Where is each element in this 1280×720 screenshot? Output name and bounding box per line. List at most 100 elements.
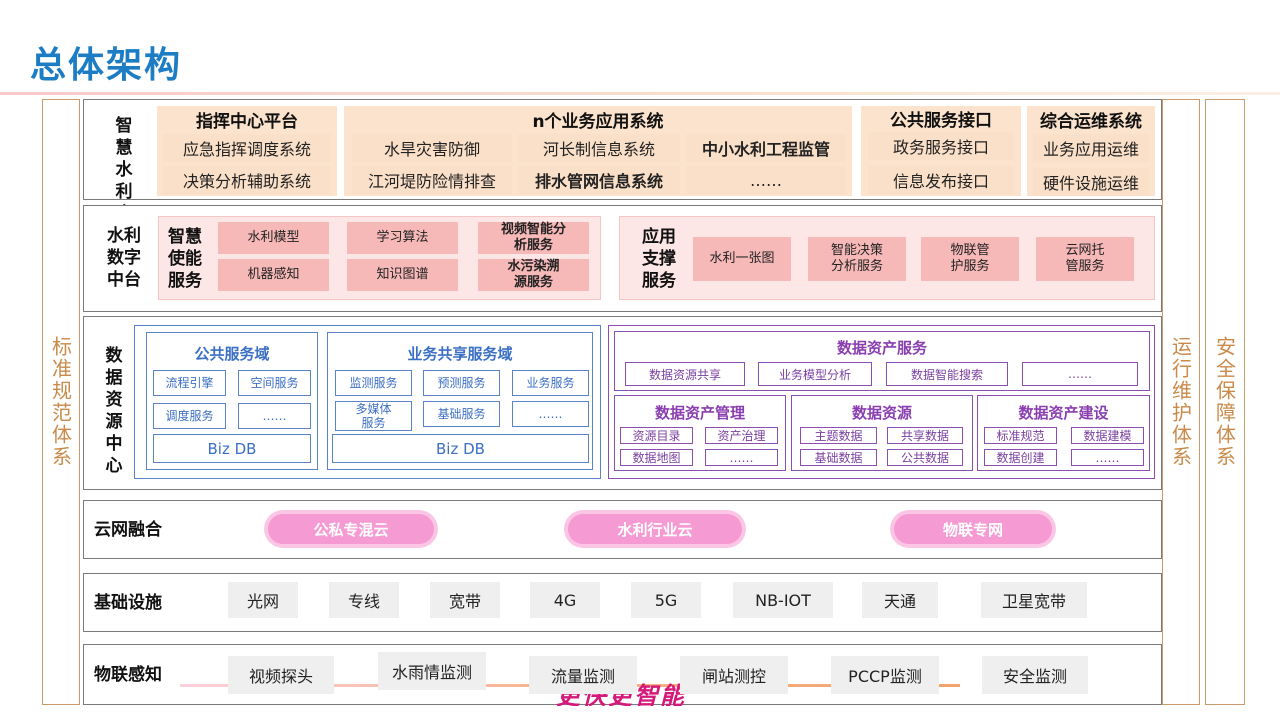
app-item[interactable]: 决策分析辅助系统 xyxy=(163,166,331,194)
asset-item[interactable]: …… xyxy=(705,449,778,466)
public-interface-title: 公共服务接口 xyxy=(890,110,992,131)
app-support-label: 应用支撑服务 xyxy=(642,227,676,291)
data-service-item[interactable]: …… xyxy=(512,401,589,427)
data-service-item[interactable]: 调度服务 xyxy=(153,403,226,429)
infra-item[interactable]: 光网 xyxy=(228,582,298,618)
operations-system-label: 运行维护体系 xyxy=(1168,336,1193,468)
security-system-label: 安全保障体系 xyxy=(1212,336,1237,468)
platform-service-item[interactable]: 云网托管服务 xyxy=(1036,237,1134,281)
operations-system-panel: 运行维护体系 xyxy=(1162,99,1200,705)
cloud-item[interactable]: 物联专网 xyxy=(894,514,1052,544)
data-service-item[interactable]: 空间服务 xyxy=(238,370,311,396)
data-asset-service-panel xyxy=(614,331,1150,391)
asset-mgmt-panel xyxy=(614,395,786,471)
data-resource-title: 数据资源 xyxy=(851,403,912,422)
asset-item[interactable]: 资源目录 xyxy=(620,427,693,444)
cloud-layer-label: 云网融合 xyxy=(94,520,162,540)
infra-item[interactable]: 专线 xyxy=(329,582,399,618)
app-item[interactable]: 应急指挥调度系统 xyxy=(163,134,331,162)
data-layer-label: 数据资源中心 xyxy=(105,346,123,476)
platform-service-item[interactable]: 智能决策分析服务 xyxy=(808,237,906,281)
asset-item[interactable]: 数据资源共享 xyxy=(625,362,745,386)
asset-item[interactable]: 数据地图 xyxy=(620,449,693,466)
asset-item[interactable]: 公共数据 xyxy=(887,449,963,466)
iot-item[interactable]: 流量监测 xyxy=(529,656,637,694)
data-resource-panel xyxy=(791,395,973,471)
asset-build-panel xyxy=(977,395,1150,471)
iot-item[interactable]: PCCP监测 xyxy=(831,656,939,694)
security-system-panel: 安全保障体系 xyxy=(1205,99,1245,705)
standards-system-panel: 标准规范体系 xyxy=(42,99,80,705)
public-service-domain xyxy=(146,332,318,470)
iot-item[interactable]: 安全监测 xyxy=(982,656,1088,694)
platform-service-item[interactable]: 机器感知 xyxy=(218,259,329,291)
data-service-domain-frame xyxy=(134,325,601,479)
smart-enable-label: 智慧使能服务 xyxy=(168,227,202,291)
biz-db: Biz DB xyxy=(153,434,311,463)
platform-service-item[interactable]: 物联管护服务 xyxy=(921,237,1019,281)
asset-item[interactable]: 主题数据 xyxy=(800,427,877,444)
app-item[interactable]: 河长制信息系统 xyxy=(518,134,680,162)
asset-item[interactable]: 标准规范 xyxy=(984,427,1057,444)
cloud-item[interactable]: 公私专混云 xyxy=(268,514,434,544)
asset-build-title: 数据资产建设 xyxy=(1018,403,1109,422)
platform-service-item[interactable]: 水利一张图 xyxy=(693,237,791,281)
asset-item[interactable]: 基础数据 xyxy=(800,449,877,466)
infra-item[interactable]: 卫星宽带 xyxy=(981,582,1087,618)
platform-service-item[interactable]: 水利模型 xyxy=(218,222,329,254)
business-apps-title: n个业务应用系统 xyxy=(532,111,664,132)
cloud-item[interactable]: 水利行业云 xyxy=(568,514,742,544)
asset-mgmt-title: 数据资产管理 xyxy=(654,403,745,422)
infra-item[interactable]: 宽带 xyxy=(430,582,500,618)
platform-service-item[interactable]: 知识图谱 xyxy=(347,259,458,291)
platform-service-item[interactable]: 学习算法 xyxy=(347,222,458,254)
platform-service-item[interactable]: 视频智能分析服务 xyxy=(478,222,589,254)
standards-system-label: 标准规范体系 xyxy=(48,336,73,468)
app-item[interactable]: 政务服务接口 xyxy=(868,132,1014,160)
infra-item[interactable]: NB-IOT xyxy=(733,582,833,618)
page-title: 总体架构 xyxy=(30,45,183,86)
app-item[interactable]: 中小水利工程监管 xyxy=(686,134,846,162)
data-service-item[interactable]: …… xyxy=(238,403,311,429)
app-item[interactable]: …… xyxy=(686,166,846,194)
integrated-ops-title: 综合运维系统 xyxy=(1040,111,1142,132)
platform-service-item[interactable]: 水污染溯源服务 xyxy=(478,259,589,291)
app-item[interactable]: 业务应用运维 xyxy=(1033,134,1149,162)
asset-item[interactable]: 资产治理 xyxy=(705,427,778,444)
app-item[interactable]: 硬件设施运维 xyxy=(1033,168,1149,196)
iot-item[interactable]: 水雨情监测 xyxy=(378,652,486,690)
app-item[interactable]: 水旱灾害防御 xyxy=(352,134,512,162)
shared-service-domain xyxy=(327,332,593,470)
command-center-title: 指挥中心平台 xyxy=(196,111,298,132)
asset-item[interactable]: 数据智能搜索 xyxy=(886,362,1008,386)
data-service-item[interactable]: 预测服务 xyxy=(423,370,500,396)
data-asset-frame xyxy=(608,325,1155,479)
asset-item[interactable]: 数据创建 xyxy=(984,449,1057,466)
data-service-item[interactable]: 业务服务 xyxy=(512,370,589,396)
platform-layer-label: 水利数字中台 xyxy=(107,226,141,290)
asset-service-title: 数据资产服务 xyxy=(836,338,927,357)
data-service-item[interactable]: 流程引擎 xyxy=(153,370,226,396)
app-item[interactable]: 排水管网信息系统 xyxy=(518,166,680,194)
data-service-item[interactable]: 基础服务 xyxy=(423,401,500,427)
data-service-item[interactable]: 监测服务 xyxy=(335,370,412,396)
biz-db: Biz DB xyxy=(332,434,589,463)
iot-item[interactable]: 闸站测控 xyxy=(680,656,788,694)
iot-layer-label: 物联感知 xyxy=(94,665,162,685)
app-item[interactable]: 江河堤防险情排查 xyxy=(352,166,512,194)
iot-item[interactable]: 视频探头 xyxy=(228,656,334,694)
infra-layer-label: 基础设施 xyxy=(94,593,162,613)
asset-item[interactable]: 共享数据 xyxy=(887,427,963,444)
shared-domain-title: 业务共享服务域 xyxy=(407,344,513,363)
asset-item[interactable]: …… xyxy=(1071,449,1144,466)
infra-item[interactable]: 天通 xyxy=(862,582,938,618)
public-domain-title: 公共服务域 xyxy=(194,344,270,363)
asset-item[interactable]: 数据建模 xyxy=(1071,427,1144,444)
data-service-item[interactable]: 多媒体服务 xyxy=(335,401,412,431)
title-divider xyxy=(0,92,1280,95)
asset-item[interactable]: 业务模型分析 xyxy=(758,362,872,386)
infra-item[interactable]: 5G xyxy=(631,582,701,618)
app-item[interactable]: 信息发布接口 xyxy=(868,166,1014,194)
asset-item[interactable]: …… xyxy=(1022,362,1138,386)
infra-item[interactable]: 4G xyxy=(530,582,600,618)
